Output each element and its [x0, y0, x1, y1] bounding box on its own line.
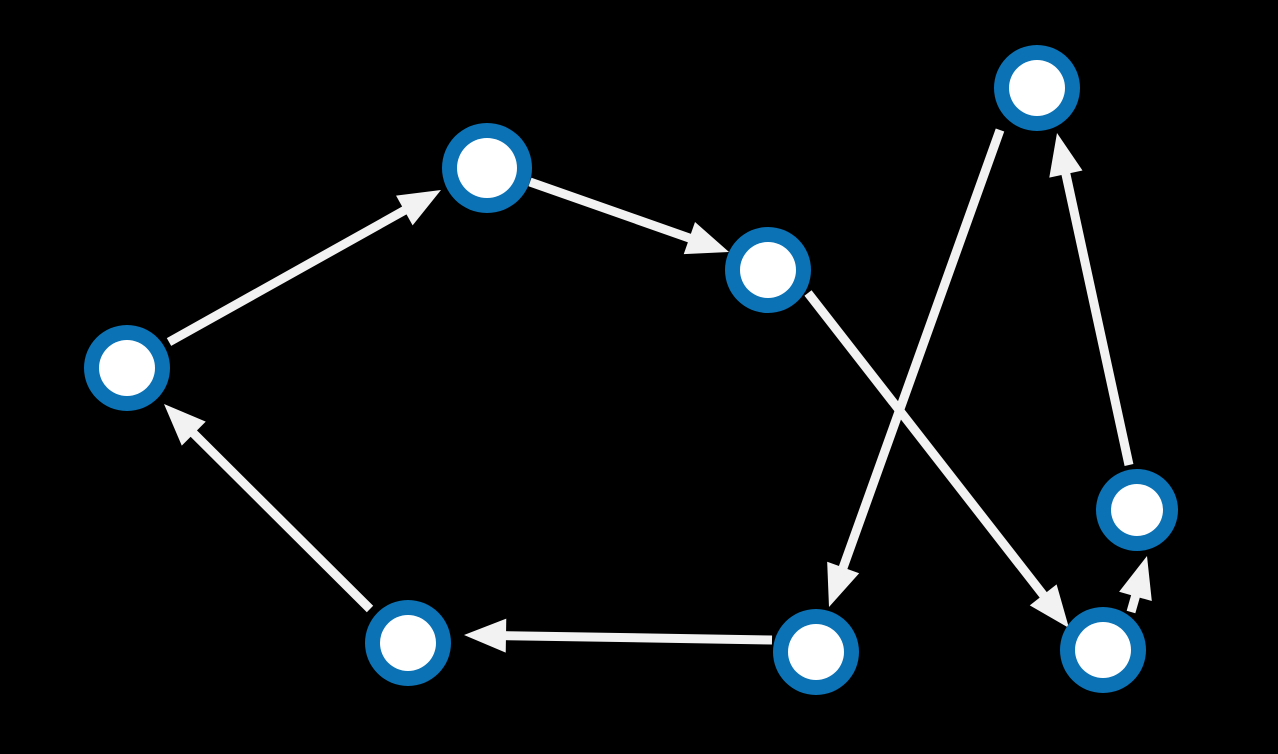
edge-shaft — [1059, 164, 1134, 466]
edge-shaft — [804, 290, 1053, 605]
graph-edge-n7-to-n8[interactable] — [464, 618, 773, 653]
node-core — [380, 615, 436, 671]
graph-edge-n8-to-n1[interactable] — [164, 404, 374, 613]
edge-shaft — [166, 202, 415, 346]
graph-node-n8[interactable] — [365, 600, 451, 686]
node-core — [457, 138, 517, 198]
graph-node-n4[interactable] — [994, 45, 1080, 131]
edge-layer — [164, 128, 1152, 653]
graph-node-n3[interactable] — [725, 227, 811, 313]
graph-node-n5[interactable] — [1096, 469, 1178, 551]
node-core — [788, 624, 844, 680]
edge-shaft — [496, 631, 773, 645]
arrowhead-icon — [827, 561, 860, 607]
node-core — [1111, 484, 1163, 536]
graph-edge-n3-to-n6[interactable] — [804, 290, 1069, 628]
edge-shaft — [184, 423, 374, 613]
graph-edge-n1-to-n2[interactable] — [166, 190, 441, 346]
edge-shaft — [835, 128, 1005, 578]
node-core — [1075, 622, 1131, 678]
arrowhead-icon — [1119, 556, 1152, 602]
arrowhead-icon — [1049, 133, 1083, 178]
graph-node-n6[interactable] — [1060, 607, 1146, 693]
arrowhead-icon — [164, 404, 206, 446]
graph-edge-n6-to-n5[interactable] — [1119, 556, 1152, 614]
arrowhead-icon — [464, 618, 507, 653]
arrowhead-icon — [396, 190, 441, 226]
node-core — [740, 242, 796, 298]
node-layer — [84, 45, 1178, 695]
graph-node-n7[interactable] — [773, 609, 859, 695]
edge-shaft — [528, 177, 700, 246]
graph-edge-n2-to-n3[interactable] — [528, 177, 729, 255]
arrowhead-icon — [1029, 584, 1069, 628]
graph-edge-n5-to-n4[interactable] — [1049, 133, 1134, 466]
arrowhead-icon — [683, 222, 729, 255]
graph-node-n2[interactable] — [442, 123, 532, 213]
graph-edge-n4-to-n7[interactable] — [827, 128, 1005, 607]
node-core — [99, 340, 155, 396]
node-core — [1009, 60, 1065, 116]
graph-node-n1[interactable] — [84, 325, 170, 411]
